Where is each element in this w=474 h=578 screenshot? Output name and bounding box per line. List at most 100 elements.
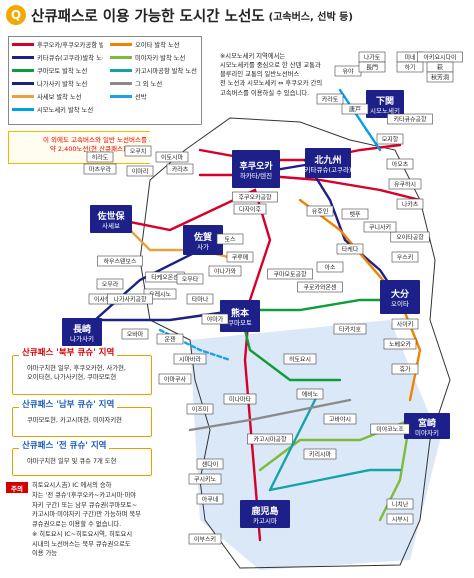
station: 야나가와 xyxy=(208,265,242,277)
station: 토스 xyxy=(216,233,244,245)
legend-item: 사세보 발착 노선 xyxy=(9,90,103,102)
caution-line: 큐슈권으로는 이용할 수 없습니다. xyxy=(32,521,122,528)
station: 秋芳洞 xyxy=(426,71,454,83)
area-line: 쿠마모토현, 카고시마현, 미야자키현 xyxy=(27,417,122,424)
station-box xyxy=(386,158,414,170)
hub-name: 鹿児島 xyxy=(250,505,278,517)
hub-box xyxy=(305,148,351,178)
station-box xyxy=(155,151,189,163)
station-box xyxy=(86,151,114,163)
station-box xyxy=(363,221,397,233)
station: 長門 xyxy=(358,61,386,73)
sun-logo-icon: Q xyxy=(6,5,26,25)
page-title: 산큐패스로 이용 가능한 도시간 노선도 xyxy=(31,8,265,25)
route-kagoshima-airport xyxy=(268,468,402,492)
station-box xyxy=(391,251,419,263)
station-label: 이토시마 xyxy=(161,154,184,162)
hub-box xyxy=(240,500,290,528)
station-box xyxy=(186,293,214,305)
station: 유야 xyxy=(334,65,362,77)
shimonoseki-info: ※시모노세키 지역에서는 시모노세키를 중심으로 한 산덴 교통과 블루라인 교… xyxy=(220,52,330,122)
station-label: 야마가 xyxy=(207,316,224,324)
hub-name: 長崎 xyxy=(73,323,91,335)
legend-item: 미야자키 발착 노선 xyxy=(107,51,201,63)
area-north-title: 산큐패스 '북부 큐슈' 지역 xyxy=(19,346,118,358)
station-label: 타마나 xyxy=(192,296,209,304)
station: 나가토 xyxy=(358,51,386,63)
route-nagasaki xyxy=(93,248,202,322)
legend-row: 시모노세키 발착 노선 xyxy=(9,103,201,115)
station-label: 오쿠치 xyxy=(130,148,147,156)
station-box xyxy=(390,231,430,243)
station-label: 니치난 xyxy=(392,501,409,509)
legend-label: 카고시마공항 발착 노선 xyxy=(135,67,197,75)
hub-box xyxy=(232,150,280,188)
station: 오쿠치 xyxy=(124,145,152,157)
hub-box xyxy=(366,90,404,118)
caution-line: 카고시마·미야자키 구간)만 가능하며 북부 xyxy=(32,511,141,519)
station: 오바마 xyxy=(121,328,149,340)
station-label: 오바마 xyxy=(127,331,144,339)
station: 오무라 xyxy=(96,278,124,290)
legend-item: 카고시마공항 발착 노선 xyxy=(107,64,201,76)
station: 키리시마 xyxy=(303,448,337,460)
hub-sub: 사세보 xyxy=(102,221,120,230)
station-label: 이마리 xyxy=(132,168,149,176)
station-box xyxy=(391,318,419,330)
station-label: 아쿠네 xyxy=(202,496,219,504)
station: 쿠로카와온센 xyxy=(297,281,343,293)
station: 하기 xyxy=(396,61,424,73)
route-miyazaki xyxy=(378,418,412,522)
station-box xyxy=(303,448,337,460)
station: 아키요시다이 xyxy=(417,51,463,63)
legend-label: 사세보 발착 노선 xyxy=(37,93,82,101)
station-label: 시부시 xyxy=(392,517,409,524)
station: 유쿠하시 xyxy=(388,178,422,190)
station-box xyxy=(267,268,313,280)
legend-swatch xyxy=(12,81,34,85)
hub-name: 下関 xyxy=(376,96,394,107)
hub-name: 佐賀 xyxy=(193,231,212,243)
legend-swatch xyxy=(12,94,34,98)
station-box xyxy=(201,313,229,325)
station-box xyxy=(196,458,224,470)
legend-swatch xyxy=(110,81,132,85)
hub-sub: 나가사키 xyxy=(70,334,94,343)
station: 휴가 xyxy=(391,363,419,375)
station-box xyxy=(316,93,344,105)
station-box xyxy=(376,133,404,145)
station-label: 카라토 xyxy=(322,96,339,104)
route-kagoshima-airport xyxy=(268,388,322,492)
station-label: 나가사키공항 xyxy=(113,296,147,304)
station: 후쿠오카공항 xyxy=(232,191,278,203)
station-box xyxy=(341,103,369,115)
station-label: 마츠우라 xyxy=(89,166,112,174)
info-line: ※시모노세키 지역에서는 xyxy=(220,53,286,60)
station-label: 쿠시키노 xyxy=(194,476,217,484)
station: 타카치호 xyxy=(333,323,367,335)
station: 히라도 xyxy=(86,151,114,163)
station: 시부시 xyxy=(386,513,414,525)
area-line: 야마구치현 일부, 후쿠오카현, 사가현, xyxy=(27,365,126,372)
legend-item: 시모노세키 발착 노선 xyxy=(9,103,103,115)
legend-swatch xyxy=(110,42,132,46)
legend-label: 오이타 발착 노선 xyxy=(135,41,180,49)
station-box xyxy=(426,71,454,83)
station: 이토시마 xyxy=(155,151,189,163)
legend-swatch xyxy=(110,55,132,59)
station-box xyxy=(306,205,334,217)
station-label: 아소 xyxy=(324,264,336,272)
legend-label: 키타큐슈(고쿠라)발착 노선 xyxy=(37,54,103,62)
legend-label: 미야자키 발착 노선 xyxy=(135,54,186,62)
station-label: 오무타 xyxy=(182,276,199,284)
station-label: 토스 xyxy=(224,237,236,244)
hub-sub: 하카타/텐진 xyxy=(240,171,272,180)
station-box xyxy=(186,403,214,415)
legend-row: 키타큐슈(고쿠라)발착 노선 미야자키 발착 노선 xyxy=(9,51,201,63)
legend-label: 선박 xyxy=(135,93,147,101)
station-box xyxy=(396,198,424,210)
info-line: 시모노세키를 중심으로 한 산덴 교통과 xyxy=(220,62,321,70)
station-label: 하우스텐보스 xyxy=(103,258,137,266)
legend-swatch xyxy=(12,55,34,59)
